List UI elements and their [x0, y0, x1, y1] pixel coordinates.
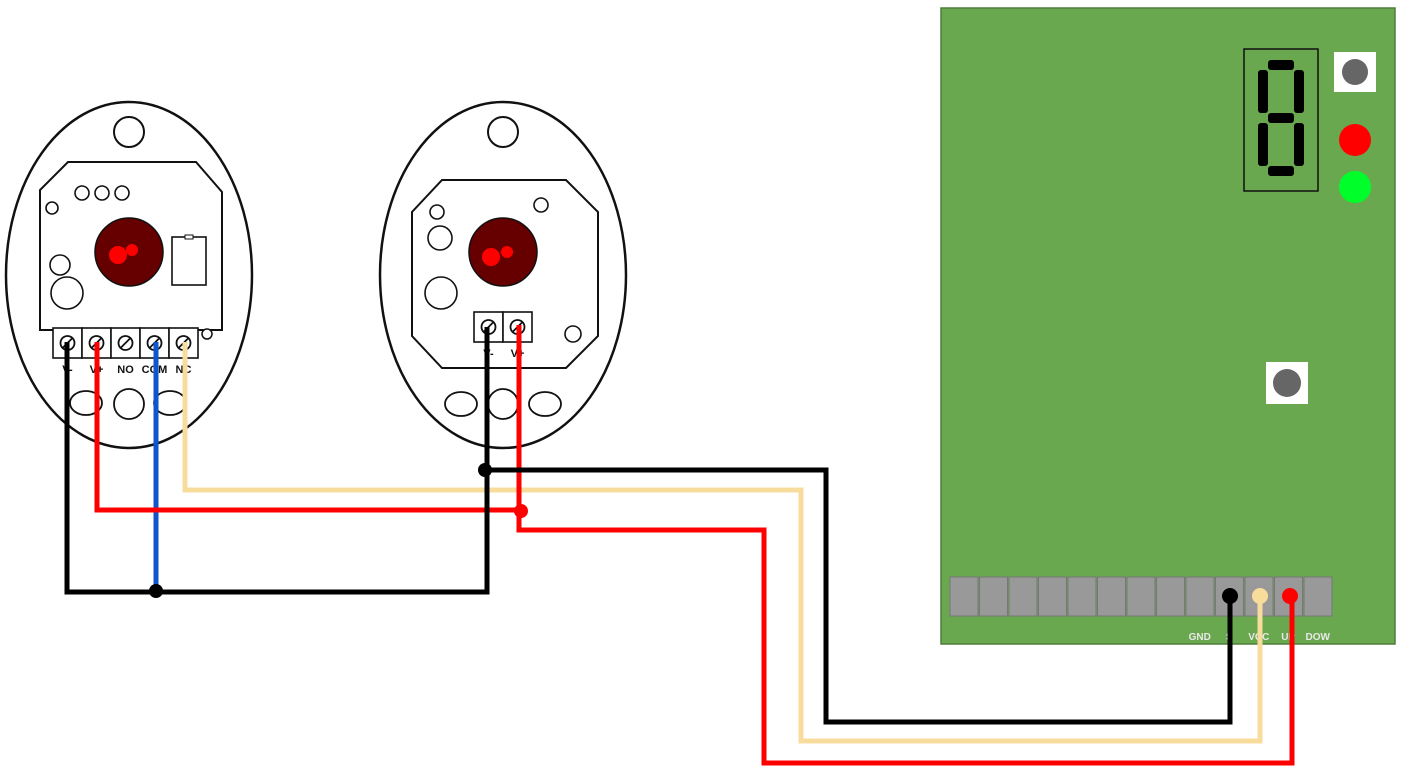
sensor-1-bottom-hole-right — [153, 390, 187, 416]
board-terminal-block — [979, 576, 1008, 617]
wire-black-ground-board — [485, 467, 1233, 725]
junction-black — [478, 463, 492, 477]
board-button-middle[interactable] — [1266, 362, 1308, 404]
sensor-2-lens-inner-b — [501, 246, 513, 258]
sensor-2-small-hole-b — [533, 197, 549, 213]
board-terminal-block — [1008, 576, 1038, 617]
board-terminal-screw-vcc — [1282, 588, 1298, 604]
sensor-2-bottom-hole-right — [528, 391, 562, 417]
sensor-1-dip-switch — [171, 236, 207, 286]
sensor-1-led-2 — [94, 185, 110, 201]
sensor-2-component-c — [564, 325, 582, 343]
sensor-2-component-b — [424, 276, 458, 310]
segment-a — [1268, 60, 1294, 70]
board-terminal-block — [949, 576, 979, 617]
board-terminal-screw-gnd — [1222, 588, 1238, 604]
sensor-1-component-b — [50, 276, 84, 310]
wire-red-sensor1-vplus — [94, 342, 521, 513]
sensor-2-lens-inner-a — [482, 248, 500, 266]
status-led-green — [1339, 171, 1371, 203]
segment-g — [1268, 113, 1294, 123]
board-terminal-block — [1097, 576, 1126, 617]
sensor-2-component-a — [427, 225, 453, 251]
sensor-2-mount-hole-top — [487, 116, 519, 148]
sensor-1-mount-hole-top — [113, 116, 145, 148]
sensor-1-led-3 — [114, 185, 130, 201]
segment-c — [1294, 123, 1304, 166]
sensor-1-lens-inner-a — [109, 246, 127, 264]
sensor-2-bottom-hole-left — [444, 391, 478, 417]
segment-e — [1258, 123, 1268, 166]
seven-segment-display: 8 — [1243, 48, 1319, 192]
board-terminal-block — [1156, 576, 1185, 617]
sensor1-screw-slot-2 — [119, 337, 132, 349]
sensor-1-lens-inner-b — [126, 244, 138, 256]
board-terminal-block — [1185, 576, 1215, 617]
board-terminal-strip — [949, 576, 1333, 617]
sensor1-terminal-label: NO — [117, 364, 134, 376]
board-terminal-label: GND — [1189, 632, 1211, 643]
segment-b — [1294, 70, 1304, 113]
wire-red-sensor2-vplus — [516, 325, 1295, 766]
sensor-1-bottom-hole-left — [69, 390, 103, 416]
sensor-1-small-hole — [45, 201, 59, 215]
board-terminal-label: DOW — [1306, 632, 1331, 643]
sensor-2: V-V+ — [378, 100, 628, 450]
board-button-top[interactable] — [1334, 52, 1376, 92]
status-led-red — [1339, 124, 1371, 156]
control-board-pcb — [940, 7, 1396, 645]
sensor-2-bottom-hole-mid — [487, 388, 519, 420]
junction-red — [514, 504, 528, 518]
wires — [64, 325, 1298, 766]
sensor-1-dip-tab — [184, 234, 194, 240]
board-terminal-screw-s — [1252, 588, 1268, 604]
segment-d — [1268, 166, 1294, 176]
board-terminal-block — [1067, 576, 1097, 617]
junction-blue-black — [149, 584, 163, 598]
board-terminal-block — [1126, 576, 1156, 617]
wire-black-ground-loop — [64, 327, 490, 595]
sensor-2-small-hole-a — [429, 204, 445, 220]
sensor-1-bottom-hole-mid — [113, 388, 145, 420]
board-terminal-block — [1038, 576, 1067, 617]
sensor-1-component-a — [49, 254, 71, 276]
segment-f — [1258, 70, 1268, 113]
wire-tan-signal — [182, 342, 1263, 744]
board-terminal-block — [1303, 576, 1333, 617]
sensor-1-led-1 — [74, 185, 90, 201]
sensor-1-side-hole — [201, 328, 213, 340]
board-terminal-label: UP — [1281, 632, 1295, 643]
